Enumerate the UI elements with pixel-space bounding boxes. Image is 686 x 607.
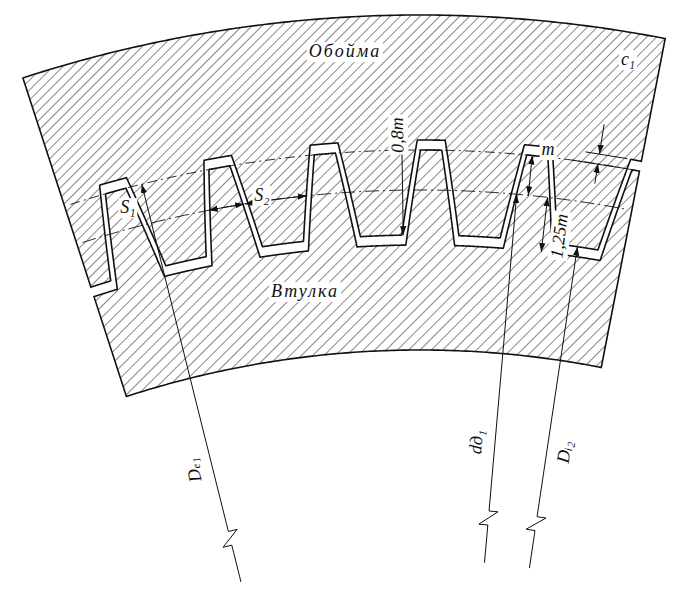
height-dimension [528, 155, 532, 195]
dimension-symbol: S₂ [252, 186, 271, 206]
height-dimension [541, 197, 547, 252]
diameter-dimension-line [142, 184, 227, 524]
extension-line [585, 152, 627, 159]
diameter-dimension-line [484, 533, 487, 563]
break-mark [526, 509, 546, 539]
dimension-value: m [540, 140, 557, 160]
clearance-dimension [595, 164, 598, 184]
centre-line-arc [83, 190, 627, 243]
part-name: Втулка [269, 282, 341, 302]
diameter-symbol: Dₑ₁ [181, 454, 207, 486]
diameter-dimension-line [529, 538, 533, 568]
bushing-section [94, 150, 639, 396]
diameter-symbol: dд₁ [466, 427, 488, 457]
diameter-dimension-line [490, 194, 517, 503]
dimension-value: 0,8m [388, 115, 408, 155]
diameter-dimension-line [538, 247, 577, 509]
part-name: Обойма [307, 42, 383, 62]
break-mark [223, 524, 237, 553]
extension-line [572, 160, 626, 168]
diameter-symbol: Dᵢ₂ [553, 438, 576, 467]
break-mark [479, 503, 498, 533]
dimension-value: 1,25m [547, 211, 573, 262]
dimension-symbol: S₁ [118, 198, 137, 218]
diameter-dimension-line [234, 553, 241, 582]
tooth-thickness-dimension [209, 204, 244, 210]
clearance-dimension [599, 124, 604, 154]
dimension-symbol: c₁ [619, 50, 637, 70]
